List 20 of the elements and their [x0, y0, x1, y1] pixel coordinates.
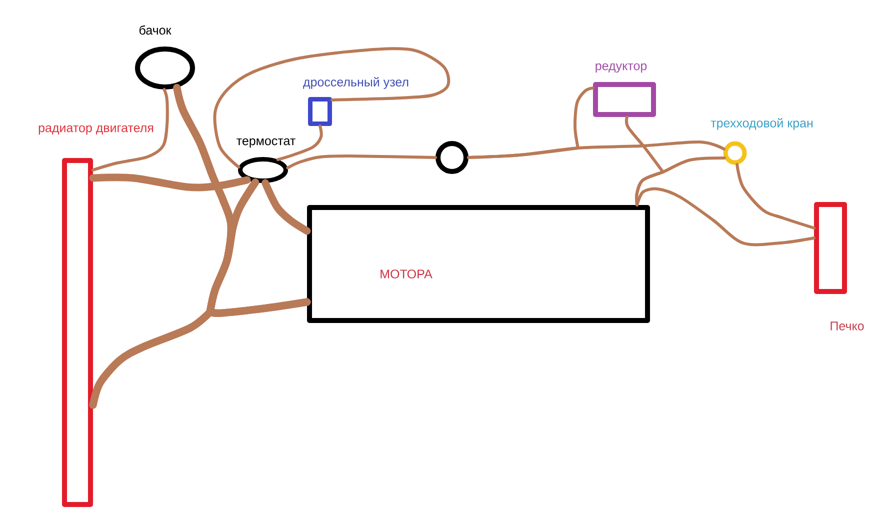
- hose-line: [276, 124, 323, 162]
- hose-line: [736, 163, 816, 230]
- hose-line: [636, 187, 816, 246]
- hose-line: [635, 156, 726, 206]
- node-label: редуктор: [596, 63, 647, 73]
- hose-line: [467, 140, 726, 159]
- node-label: дроссельный узел: [303, 77, 408, 89]
- node-label: радиатор двигателя: [38, 125, 154, 135]
- node-label: трехходовой кран: [710, 118, 813, 130]
- ring-symbol: [436, 141, 468, 174]
- hose-line: [286, 154, 437, 170]
- hose-line: [89, 174, 251, 192]
- hose-line: [262, 179, 311, 235]
- node-label: Печко: [830, 322, 864, 330]
- node-label: термостат: [236, 138, 296, 148]
- hose-line: [173, 84, 311, 317]
- node-label: бачок: [140, 25, 172, 35]
- hose-line: [213, 47, 450, 169]
- engine-box: МОТОРА: [307, 205, 650, 323]
- hose-line: [92, 88, 169, 172]
